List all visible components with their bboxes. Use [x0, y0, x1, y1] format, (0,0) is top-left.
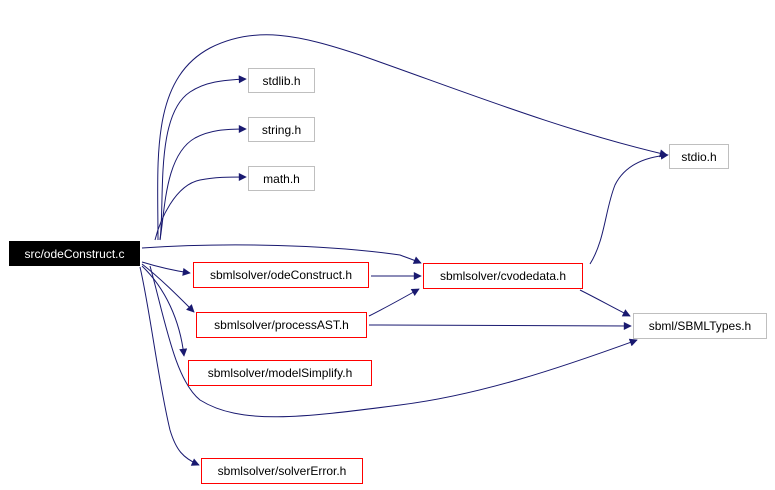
- node-sbmltypes-h-label: sbml/SBMLTypes.h: [648, 319, 752, 333]
- edge-processAST-cvodedata: [368, 288, 420, 317]
- node-modelsimplify-h-label: sbmlsolver/modelSimplify.h: [207, 366, 353, 380]
- node-stdlib-h-label: stdlib.h: [262, 73, 301, 88]
- edge-root-sbmlTypes: [149, 265, 638, 418]
- node-math-h[interactable]: math.h: [248, 166, 315, 191]
- edge-root-math: [154, 173, 247, 241]
- edge-root-solverError: [139, 266, 200, 466]
- node-sbmltypes-h[interactable]: sbml/SBMLTypes.h: [633, 313, 767, 339]
- node-modelsimplify-h[interactable]: sbmlsolver/modelSimplify.h: [188, 360, 372, 386]
- edge-cvodedata-stdio: [589, 151, 669, 265]
- node-processast-h[interactable]: sbmlsolver/processAST.h: [196, 312, 367, 338]
- node-cvodedata-h[interactable]: sbmlsolver/cvodedata.h: [423, 263, 583, 289]
- node-string-h[interactable]: string.h: [248, 117, 315, 142]
- node-processast-h-label: sbmlsolver/processAST.h: [214, 318, 349, 332]
- edge-root-processAST: [141, 263, 195, 313]
- edge-root-modelSimplify: [141, 265, 188, 357]
- edge-root-stdlib: [159, 75, 247, 241]
- node-stdio-h-label: stdio.h: [681, 149, 717, 164]
- node-odeconstruct-h[interactable]: sbmlsolver/odeConstruct.h: [193, 262, 369, 288]
- node-solvererror-h[interactable]: sbmlsolver/solverError.h: [201, 458, 363, 484]
- node-stdio-h[interactable]: stdio.h: [669, 144, 729, 169]
- node-root-ode-construct-c[interactable]: src/odeConstruct.c: [9, 241, 140, 266]
- node-odeconstruct-h-label: sbmlsolver/odeConstruct.h: [209, 268, 353, 282]
- node-stdlib-h[interactable]: stdlib.h: [248, 68, 315, 93]
- node-solvererror-h-label: sbmlsolver/solverError.h: [217, 464, 347, 478]
- edge-root-string: [159, 125, 247, 241]
- edge-cvodedata-sbmlTypes: [579, 289, 631, 317]
- node-root-label: src/odeConstruct.c: [24, 246, 125, 261]
- node-math-h-label: math.h: [263, 171, 300, 186]
- node-cvodedata-h-label: sbmlsolver/cvodedata.h: [439, 269, 567, 283]
- edge-root-cvodedata: [141, 244, 422, 264]
- node-string-h-label: string.h: [261, 122, 302, 137]
- edge-root-stdio: [157, 34, 668, 241]
- edge-processAST-sbmlTypes: [368, 321, 632, 330]
- edge-root-odeConstruct: [141, 261, 191, 276]
